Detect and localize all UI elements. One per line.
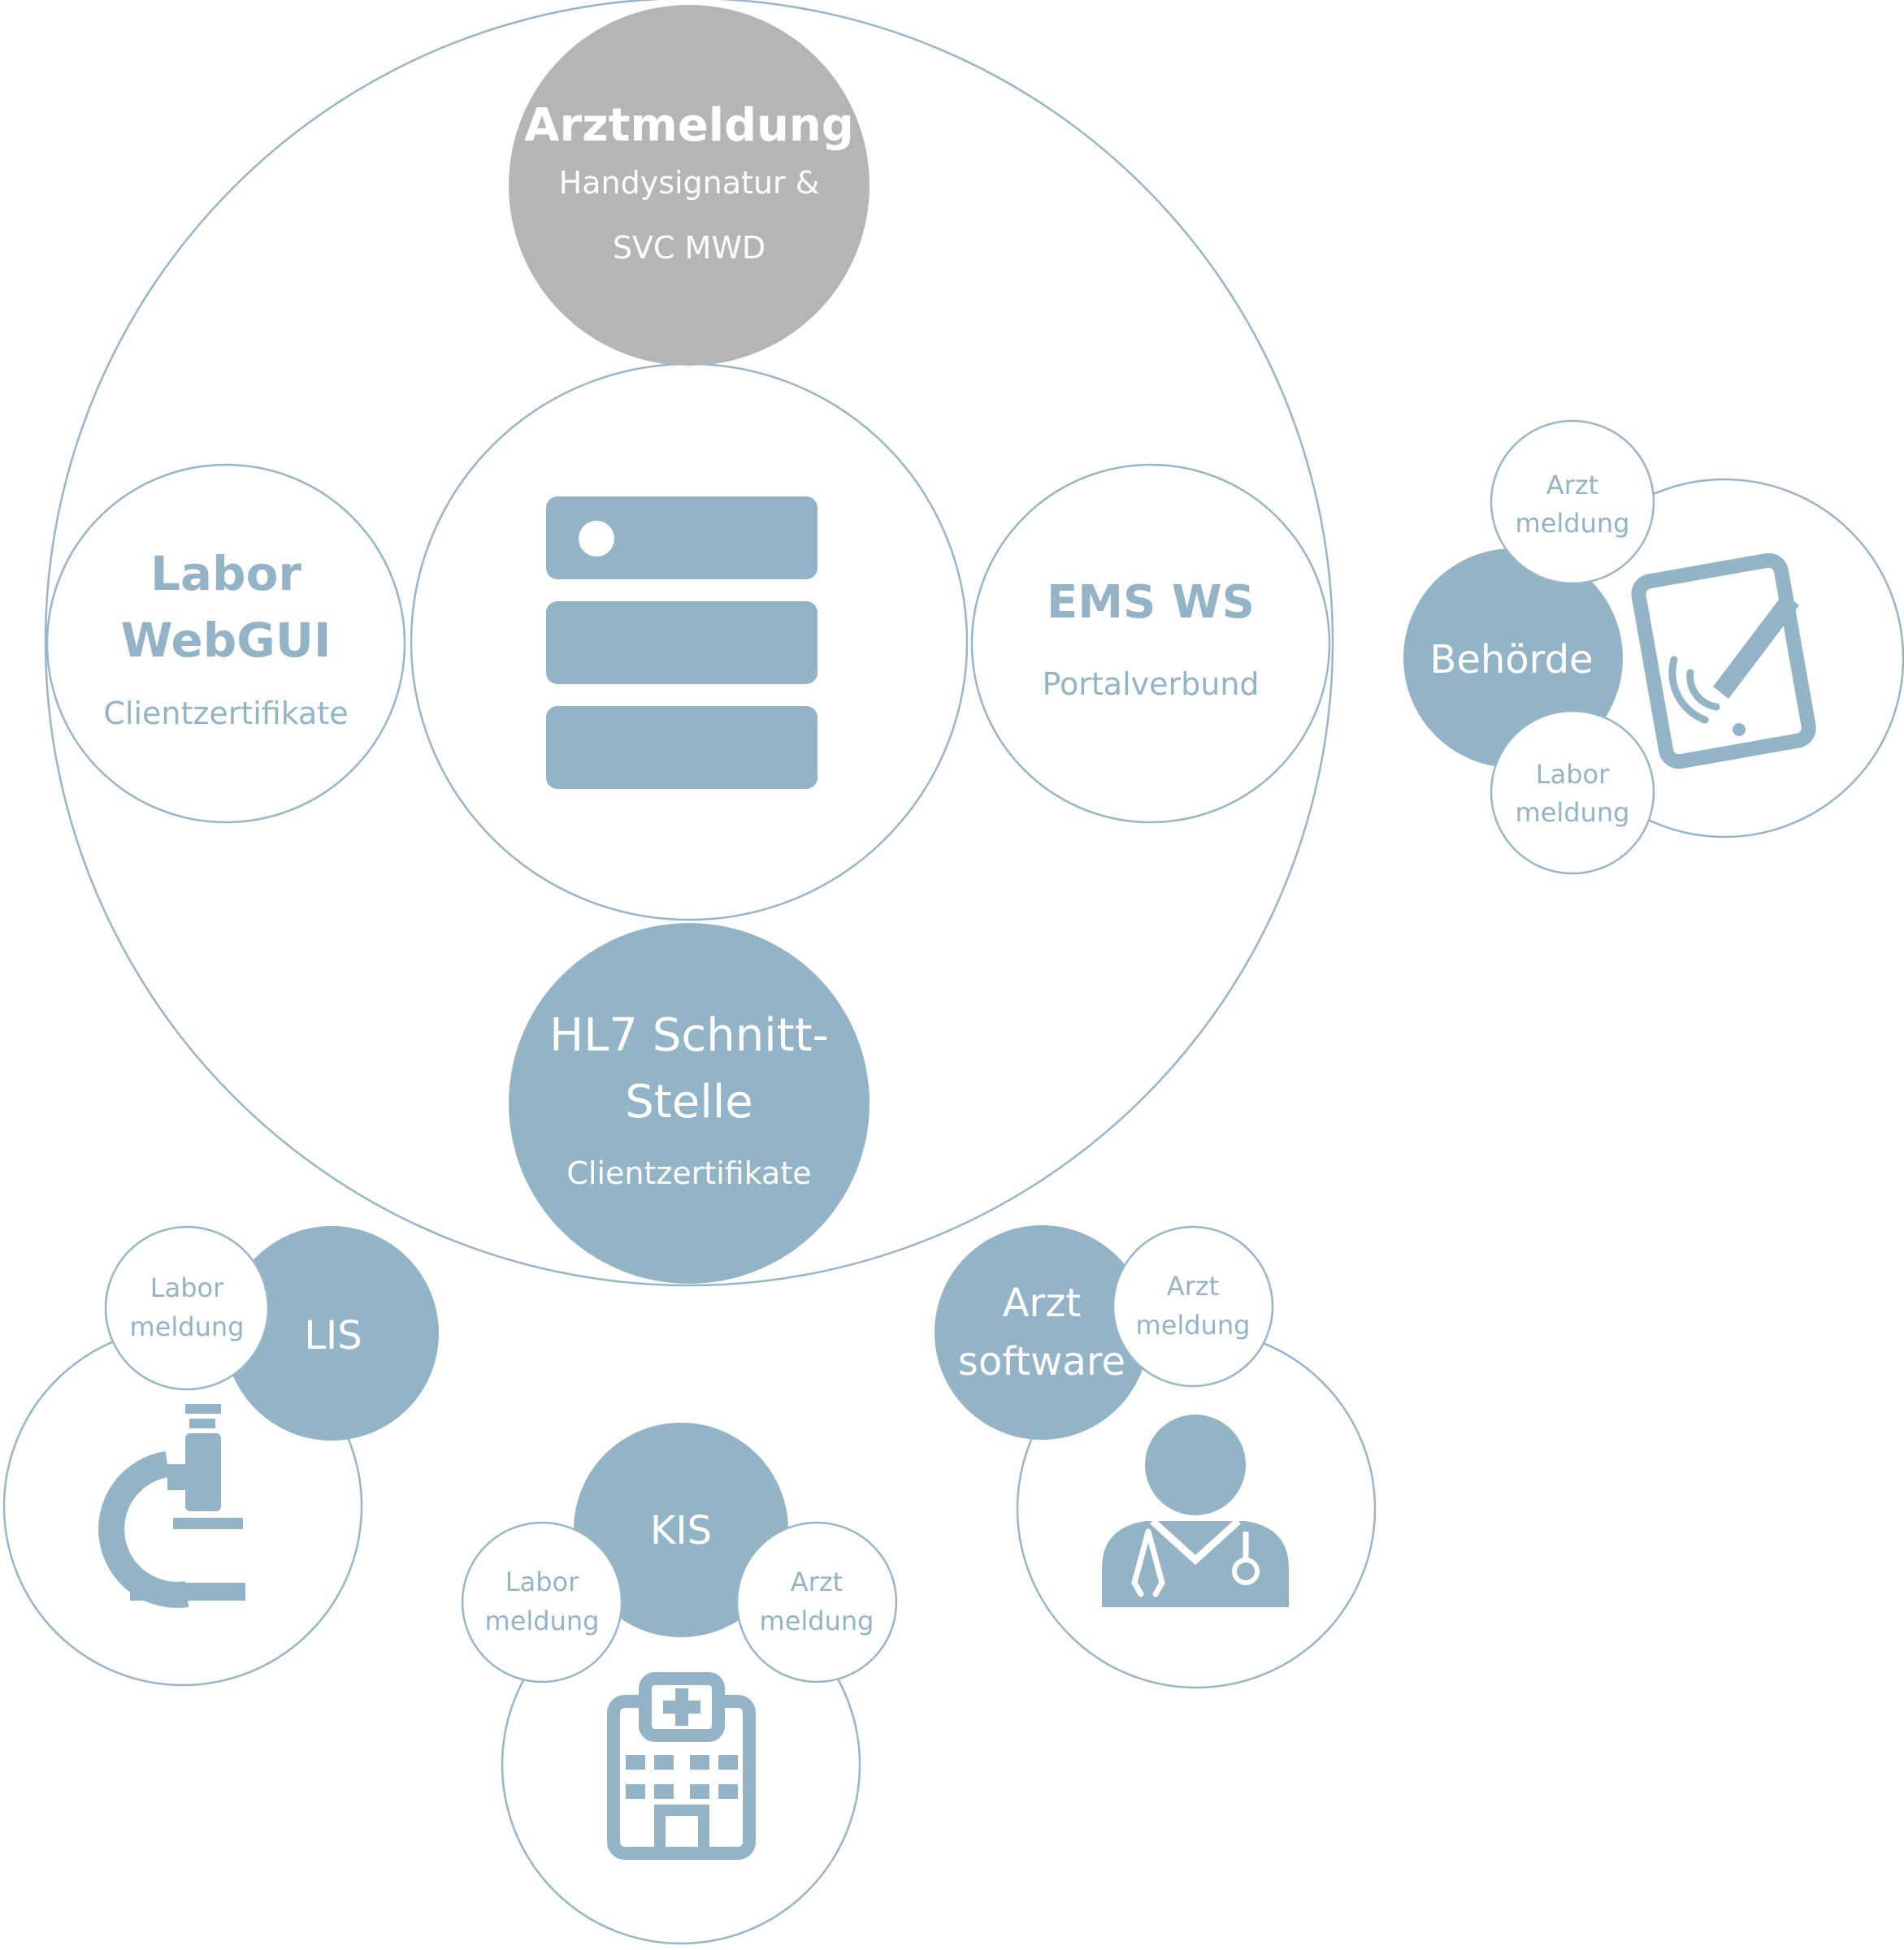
kis-group: KIS Labor meldung Arzt meldung xyxy=(461,1423,898,1945)
labor-webgui-title-line1: Labor xyxy=(150,546,301,601)
arztmeldung-node: Arztmeldung Handysignatur & SVC MWD xyxy=(509,5,870,366)
labor-webgui-title-line2: WebGUI xyxy=(120,613,331,668)
arztsoftware-arztmeldung-circle xyxy=(1112,1225,1274,1388)
doctor-icon xyxy=(1102,1415,1289,1607)
kis-labormeldung-line2: meldung xyxy=(485,1606,600,1636)
behoerde-arztmeldung-line2: meldung xyxy=(1516,508,1630,539)
labor-webgui-node: Labor WebGUI Clientzertifikate xyxy=(46,463,406,824)
arztmeldung-line1: Handysignatur & xyxy=(559,165,820,201)
behoerde-arztmeldung-circle xyxy=(1490,419,1655,585)
ems-ws-title: EMS WS xyxy=(1047,576,1255,629)
kis-labormeldung-circle xyxy=(461,1521,623,1684)
behoerde-arztmeldung-line1: Arzt xyxy=(1546,470,1598,500)
behoerde-group: Behörde Arzt meldung Labor meldung xyxy=(1403,419,1904,875)
kis-circle xyxy=(574,1423,788,1637)
behoerde-label: Behörde xyxy=(1429,637,1593,682)
arztsoftware-label-line2: software xyxy=(958,1339,1125,1384)
hl7-title-line1: HL7 Schnitt- xyxy=(549,1009,829,1062)
kis-arztmeldung-line2: meldung xyxy=(760,1606,874,1636)
arztmeldung-line2: SVC MWD xyxy=(613,230,766,266)
behoerde-labormeldung-circle xyxy=(1490,709,1655,875)
lis-labormeldung-line1: Labor xyxy=(150,1272,224,1303)
ems-ws-node: EMS WS Portalverbund xyxy=(970,463,1331,824)
microscope-icon xyxy=(98,1404,245,1608)
kis-arztmeldung-circle xyxy=(735,1521,898,1684)
kis-label: KIS xyxy=(650,1508,712,1554)
arztsoftware-arztmeldung-line1: Arzt xyxy=(1167,1271,1219,1302)
arztsoftware-circle xyxy=(935,1225,1149,1440)
ems-ws-subtitle: Portalverbund xyxy=(1042,666,1259,702)
hl7-title-line2: Stelle xyxy=(625,1076,753,1129)
kis-labormeldung-line1: Labor xyxy=(505,1566,579,1597)
labor-webgui-subtitle: Clientzertifikate xyxy=(103,696,348,731)
arztsoftware-arztmeldung-line2: meldung xyxy=(1136,1310,1251,1341)
hl7-node: HL7 Schnitt- Stelle Clientzertifikate xyxy=(509,923,870,1284)
tablet-signature-icon xyxy=(1631,552,1816,769)
lis-label: LIS xyxy=(304,1313,362,1358)
hospital-icon xyxy=(607,1672,756,1860)
lis-labormeldung-circle xyxy=(104,1225,270,1391)
arztmeldung-title: Arztmeldung xyxy=(524,99,854,152)
lis-circle xyxy=(224,1226,439,1441)
hl7-subtitle: Clientzertifikate xyxy=(566,1155,811,1191)
server-icon xyxy=(546,496,818,789)
kis-arztmeldung-line1: Arzt xyxy=(791,1566,843,1597)
lis-labormeldung-line2: meldung xyxy=(130,1311,245,1342)
arztsoftware-label-line1: Arzt xyxy=(1003,1280,1082,1326)
arztsoftware-group: Arzt software Arzt meldung xyxy=(935,1225,1377,1689)
behoerde-labormeldung-line2: meldung xyxy=(1516,797,1630,828)
lis-group: LIS Labor meldung xyxy=(2,1225,439,1687)
behoerde-labormeldung-line1: Labor xyxy=(1536,759,1610,790)
